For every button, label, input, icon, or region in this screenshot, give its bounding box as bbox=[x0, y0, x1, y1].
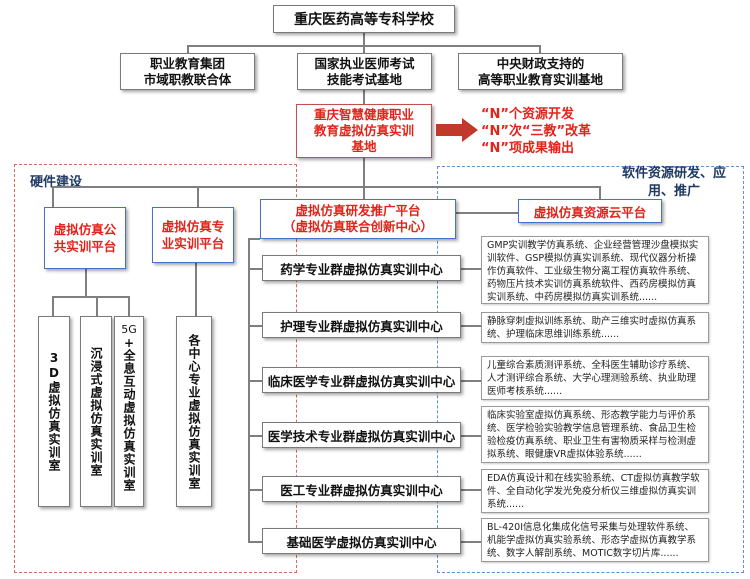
connector bbox=[187, 45, 189, 53]
public-training-platform: 虚拟仿真公共实训平台 bbox=[44, 207, 126, 269]
connector bbox=[197, 186, 199, 208]
center-clinical: 临床医学专业群虚拟仿真实训中心 bbox=[262, 367, 461, 393]
school-box: 重庆医药高等专科学校 bbox=[273, 5, 455, 33]
immersive-lab-column: 沉浸式虚拟仿真实训室 bbox=[80, 316, 112, 507]
connector bbox=[96, 296, 98, 316]
clinical-systems-desc: 儿童综合素质测评系统、全科医生辅助诊疗系统、人才测评综合系统、大学心理测验系统、… bbox=[481, 356, 709, 400]
connector bbox=[461, 541, 481, 543]
connector bbox=[461, 268, 481, 270]
connector bbox=[52, 186, 54, 208]
nursing-systems-desc: 静脉穿刺虚拟训练系统、助产三维实时虚拟仿真系统、护理临床思维训练系统...... bbox=[481, 312, 709, 343]
connector bbox=[461, 325, 481, 327]
connector bbox=[364, 186, 600, 188]
rd-promotion-platform: 虚拟仿真研发推广平台 （虚拟仿真联合创新中心） bbox=[260, 199, 456, 239]
connector bbox=[52, 296, 130, 298]
connector bbox=[363, 32, 365, 46]
vocational-group-box: 职业教育集团 市域职教联合体 bbox=[120, 53, 255, 90]
connector bbox=[461, 489, 481, 491]
right-arrow-icon bbox=[436, 118, 478, 142]
basic-medicine-systems-desc: BL-420I信息化集成化信号采集与处理软件系统、机能学虚拟仿真实验系统、形态学… bbox=[481, 518, 709, 562]
core-base-box: 重庆智慧健康职业 教育虚拟仿真实训 基地 bbox=[296, 104, 432, 158]
center-basic-medicine: 基础医学虚拟仿真实训中心 bbox=[262, 528, 461, 554]
connector bbox=[248, 268, 262, 270]
center-pharmacy: 药学专业群虚拟仿真实训中心 bbox=[262, 255, 461, 281]
medical-engineering-systems-desc: EDA仿真设计和在线实验系统、CT虚拟仿真教学软件、全自动化学发光免疫分析仪三维… bbox=[481, 469, 709, 513]
center-medical-tech: 医学技术专业群虚拟仿真实训中心 bbox=[262, 422, 461, 448]
pharmacy-systems-desc: GMP实训教学仿真系统、企业经营管理沙盘模拟实训软件、GSP模拟仿真实训系统、现… bbox=[481, 236, 709, 304]
5g-holographic-lab-column: 5G + 全息互动虚拟仿真实训室 bbox=[114, 316, 144, 507]
output-item: “N”个资源开发 bbox=[481, 107, 574, 122]
connector bbox=[461, 435, 481, 437]
center-medical-engineering: 医工专业群虚拟仿真实训中心 bbox=[262, 476, 461, 502]
school-name: 重庆医药高等专科学校 bbox=[294, 12, 434, 28]
connector bbox=[539, 45, 541, 53]
physician-exam-base-box: 国家执业医师考试 技能考试基地 bbox=[297, 53, 432, 90]
software-zone-label: 软件资源研发、应用、推广 bbox=[621, 166, 726, 199]
output-item: “N”项成果输出 bbox=[481, 141, 574, 156]
center-labs-column: 各中心专业虚拟仿真实训室 bbox=[176, 316, 212, 507]
output-item: “N”次“三教”改革 bbox=[481, 124, 592, 139]
connector bbox=[363, 45, 365, 53]
connector bbox=[248, 435, 262, 437]
connector bbox=[248, 238, 260, 240]
connector bbox=[248, 325, 262, 327]
professional-training-platform: 虚拟仿真专业实训平台 bbox=[152, 207, 234, 263]
connector bbox=[195, 262, 197, 316]
connector bbox=[248, 541, 262, 543]
center-nursing: 护理专业群虚拟仿真实训中心 bbox=[262, 312, 461, 338]
connector bbox=[85, 268, 87, 298]
connector bbox=[248, 380, 262, 382]
3d-lab-column: 3D虚拟仿真实训室 bbox=[38, 316, 70, 507]
central-fund-base-box: 中央财政支持的 高等职业教育实训基地 bbox=[458, 53, 623, 90]
medical-tech-systems-desc: 临床实验室虚拟仿真系统、形态教学能力与评价系统、医学检验实验教学信息管理系统、食… bbox=[481, 406, 709, 463]
connector bbox=[52, 186, 364, 188]
resource-cloud-platform: 虚拟仿真资源云平台 bbox=[518, 199, 662, 223]
outputs-list: “N”个资源开发 “N”次“三教”改革 “N”项成果输出 bbox=[481, 106, 591, 157]
connector bbox=[363, 157, 365, 199]
connector bbox=[456, 212, 518, 214]
connector bbox=[363, 89, 365, 104]
connector bbox=[248, 489, 262, 491]
connector bbox=[52, 296, 54, 316]
connector bbox=[461, 380, 481, 382]
connector bbox=[248, 238, 250, 542]
connector bbox=[599, 186, 601, 199]
connector bbox=[128, 296, 130, 316]
